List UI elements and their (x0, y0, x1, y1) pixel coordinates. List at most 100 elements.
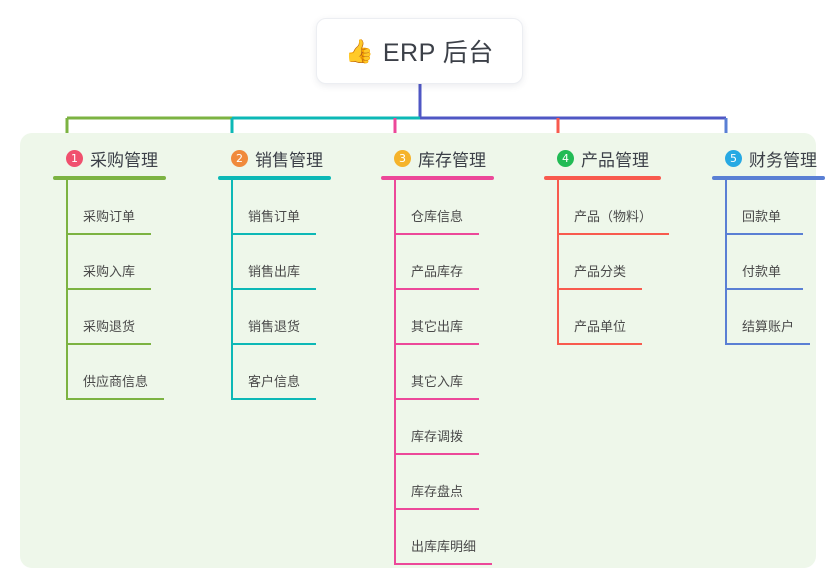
branch-item-label: 产品分类 (574, 264, 627, 279)
branch-header-rule (381, 176, 494, 180)
branch-item-label: 出库库明细 (411, 539, 477, 554)
branch-item-label: 产品单位 (574, 319, 627, 334)
branch-item-list: 产品（物料） 产品分类产品单位 (544, 180, 669, 345)
branch-item-label: 采购退货 (83, 319, 136, 334)
branch-title: 产品管理 (581, 150, 649, 170)
branch-item[interactable]: 采购退货 (53, 290, 166, 345)
branch-item-rule (66, 288, 151, 290)
branch-item-rule (394, 288, 479, 290)
branch-item-label: 供应商信息 (83, 374, 149, 389)
branch-item-label: 客户信息 (248, 374, 301, 389)
branch-header-3[interactable]: 3 库存管理 (381, 145, 494, 171)
branch-item-rule (725, 343, 810, 345)
branch-item-rule (231, 343, 316, 345)
branch-item[interactable]: 产品分类 (544, 235, 661, 290)
branch-item-rule (394, 508, 479, 510)
branch-item[interactable]: 客户信息 (218, 345, 331, 400)
branch-column-5: 5 财务管理回款单付款单结算账户 (712, 145, 825, 345)
branch-item-label: 结算账户 (742, 319, 795, 334)
root-title: ERP 后台 (382, 39, 494, 67)
branch-item-label: 其它入库 (411, 374, 464, 389)
branch-badge-1: 1 (66, 149, 83, 167)
branch-item[interactable]: 采购入库 (53, 235, 166, 290)
branch-spine (66, 180, 68, 400)
mindmap-panel: 1 采购管理采购订单采购入库采购退货供应商信息 2 销售管理销售订单销售出库销售退货… (20, 133, 825, 568)
branch-item[interactable]: 结算账户 (712, 290, 825, 345)
branch-item[interactable]: 仓库信息 (381, 180, 494, 235)
branch-item-rule (66, 343, 151, 345)
branch-item-label: 采购订单 (83, 209, 136, 224)
branch-item-list: 销售订单销售出库销售退货客户信息 (218, 180, 331, 400)
branch-item-label: 产品库存 (411, 264, 464, 279)
branch-item[interactable]: 库存盘点 (381, 455, 494, 510)
branch-header-rule (544, 176, 661, 180)
branch-item-rule (557, 343, 642, 345)
branch-item-label: 销售出库 (248, 264, 301, 279)
thumbs-up-icon: 👍 (345, 37, 374, 64)
branch-item[interactable]: 其它出库 (381, 290, 494, 345)
branch-title: 财务管理 (749, 150, 817, 170)
branch-column-3: 3 库存管理仓库信息产品库存其它出库其它入库库存调拨库存盘点出库库明细 (381, 145, 494, 565)
branch-spine (394, 180, 396, 565)
branch-item-label: 回款单 (742, 209, 782, 224)
branch-item-rule (231, 288, 316, 290)
branch-item[interactable]: 销售出库 (218, 235, 331, 290)
branch-item[interactable]: 出库库明细 (381, 510, 494, 565)
branch-item-list: 仓库信息产品库存其它出库其它入库库存调拨库存盘点出库库明细 (381, 180, 494, 565)
branch-header-5[interactable]: 5 财务管理 (712, 145, 825, 171)
branch-item[interactable]: 供应商信息 (53, 345, 166, 400)
branch-column-1: 1 采购管理采购订单采购入库采购退货供应商信息 (53, 145, 166, 400)
branch-item[interactable]: 销售订单 (218, 180, 331, 235)
branch-item-rule (725, 233, 803, 235)
branch-header-rule (218, 176, 331, 180)
branch-header-rule (712, 176, 825, 180)
branch-item[interactable]: 其它入库 (381, 345, 494, 400)
branch-item[interactable]: 产品库存 (381, 235, 494, 290)
branch-item-rule (231, 398, 316, 400)
branch-item-rule (394, 343, 479, 345)
branch-badge-4: 4 (557, 149, 574, 167)
branch-item[interactable]: 产品单位 (544, 290, 661, 345)
branch-item-label: 库存调拨 (411, 429, 464, 444)
branch-item[interactable]: 回款单 (712, 180, 825, 235)
branch-item[interactable]: 采购订单 (53, 180, 166, 235)
branch-item-rule (725, 288, 803, 290)
branch-header-1[interactable]: 1 采购管理 (53, 145, 166, 171)
branch-item-rule (66, 233, 151, 235)
branch-item[interactable]: 库存调拨 (381, 400, 494, 455)
branch-spine (231, 180, 233, 400)
branch-item[interactable]: 产品（物料） (544, 180, 669, 235)
branch-item-list: 回款单付款单结算账户 (712, 180, 825, 345)
branch-item-rule (557, 288, 642, 290)
branch-item-rule (394, 233, 479, 235)
branch-header-2[interactable]: 2 销售管理 (218, 145, 331, 171)
branch-spine (557, 180, 559, 345)
branch-item-label: 付款单 (742, 264, 782, 279)
branch-badge-5: 5 (725, 149, 742, 167)
branch-item-label: 产品（物料） (574, 209, 653, 224)
branch-item-rule (557, 233, 669, 235)
branch-item-label: 采购入库 (83, 264, 136, 279)
branch-item-label: 仓库信息 (411, 209, 464, 224)
branch-item-rule (394, 563, 492, 565)
branch-item-label: 销售订单 (248, 209, 301, 224)
branch-item-label: 销售退货 (248, 319, 301, 334)
branch-item[interactable]: 付款单 (712, 235, 825, 290)
branch-item[interactable]: 销售退货 (218, 290, 331, 345)
branch-header-4[interactable]: 4 产品管理 (544, 145, 661, 171)
root-node[interactable]: 👍 ERP 后台 (316, 18, 523, 84)
branch-title: 采购管理 (90, 150, 158, 170)
branch-item-label: 其它出库 (411, 319, 464, 334)
branch-column-2: 2 销售管理销售订单销售出库销售退货客户信息 (218, 145, 331, 400)
branch-item-list: 采购订单采购入库采购退货供应商信息 (53, 180, 166, 400)
branch-title: 销售管理 (255, 150, 323, 170)
branch-header-rule (53, 176, 166, 180)
branch-item-label: 库存盘点 (411, 484, 464, 499)
branch-item-rule (394, 398, 479, 400)
branch-title: 库存管理 (418, 150, 486, 170)
branch-item-rule (231, 233, 316, 235)
branch-badge-3: 3 (394, 149, 411, 167)
branch-spine (725, 180, 727, 345)
branch-badge-2: 2 (231, 149, 248, 167)
branch-column-4: 4 产品管理产品（物料） 产品分类产品单位 (544, 145, 669, 345)
